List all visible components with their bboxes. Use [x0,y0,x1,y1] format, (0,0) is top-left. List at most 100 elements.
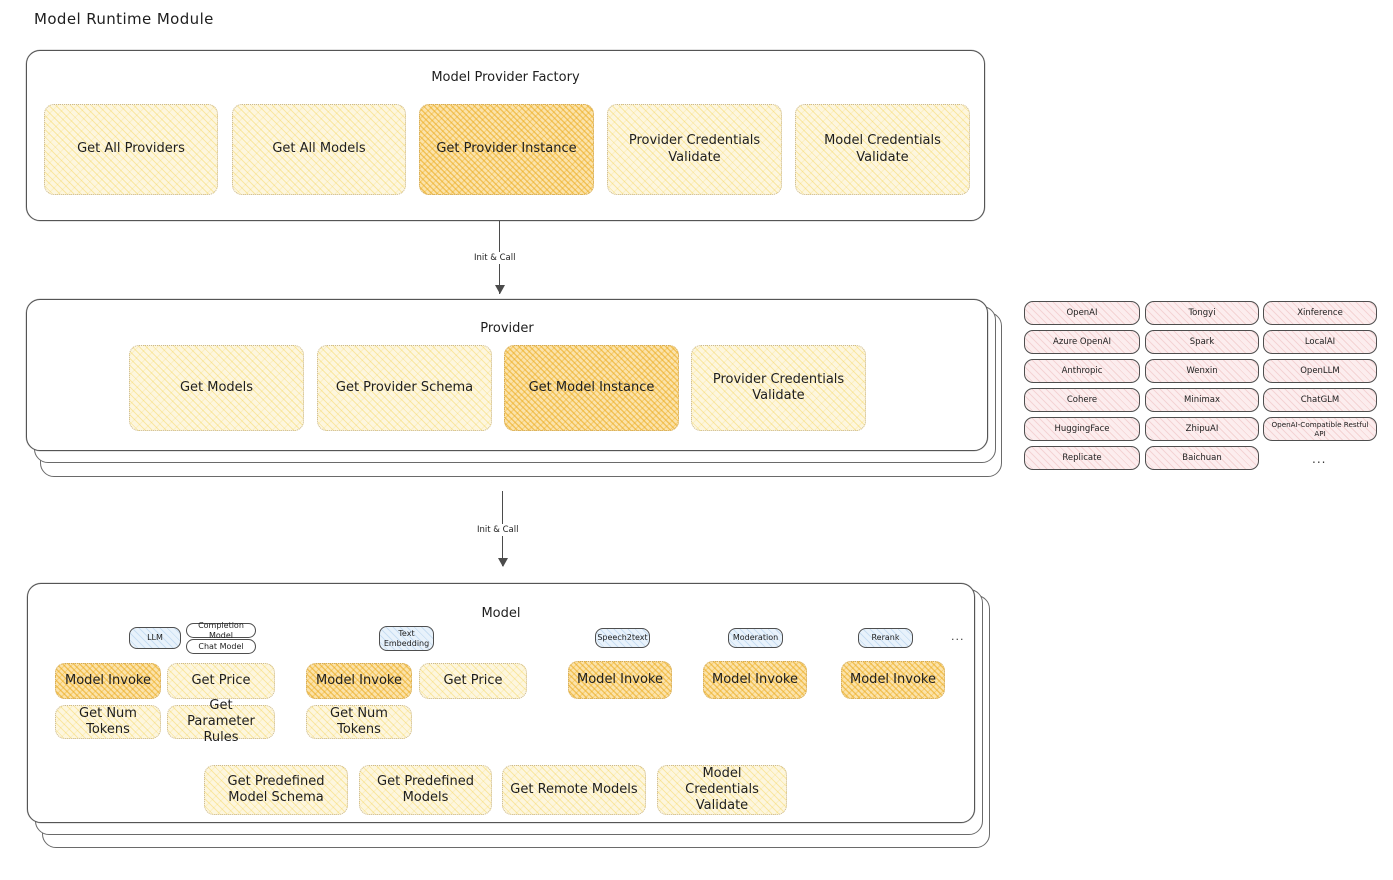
factory-node-provider-credentials-validate[interactable]: Provider Credentials Validate [607,104,782,195]
provider-node-get-models[interactable]: Get Models [129,345,304,431]
chip-label: Cohere [1066,394,1098,405]
model-common-node-get-remote-models[interactable]: Get Remote Models [502,765,646,815]
model-common-node-get-predefined-models[interactable]: Get Predefined Models [359,765,492,815]
arrow-provider-to-model-head [498,558,508,567]
provider-chip-chatglm[interactable]: ChatGLM [1263,388,1377,412]
provider-chip-cohere[interactable]: Cohere [1024,388,1140,412]
model-llm-node-get-num-tokens[interactable]: Get Num Tokens [55,705,161,739]
chip-label: Wenxin [1186,365,1218,376]
chip-label: HuggingFace [1054,423,1110,434]
tag-label: LLM [147,633,163,642]
model-llm-node-get-parameter-rules[interactable]: Get Parameter Rules [167,698,275,745]
node-label: Model Invoke [316,672,402,688]
model-types-more: ... [951,630,965,643]
provider-node-get-model-instance[interactable]: Get Model Instance [504,345,679,431]
tag-label: Speech2text [597,633,648,642]
node-label: Model Credentials Validate [824,133,941,165]
node-label: Get Price [443,672,503,688]
node-label: Get Models [179,379,254,395]
provider-chip-azure-openai[interactable]: Azure OpenAI [1024,330,1140,354]
factory-node-get-all-models[interactable]: Get All Models [232,104,406,195]
model-common-node-get-predefined-model-schema[interactable]: Get Predefined Model Schema [204,765,348,815]
model-text-embedding-node-model-invoke[interactable]: Model Invoke [306,663,412,699]
subtag-label: Completion Model [198,620,244,640]
model-title: Model [481,606,521,621]
provider-chip-openai-compatible-restful-api[interactable]: OpenAI-Compatible Restful API [1263,417,1377,441]
chip-label: ChatGLM [1300,394,1340,405]
node-label: Get Predefined Model Schema [227,773,325,805]
node-label: Get Predefined Models [377,773,474,805]
chip-label: Spark [1189,336,1215,347]
node-label: Get Num Tokens [79,705,137,737]
node-label: Get Provider Instance [436,141,577,157]
node-label: Model Invoke [850,671,936,687]
page-title: Model Runtime Module [34,10,214,28]
node-label: Model Credentials Validate [685,765,759,814]
chip-label: Azure OpenAI [1053,336,1111,347]
chip-label: LocalAI [1304,336,1336,347]
node-label: Get Num Tokens [330,705,388,737]
chip-label: Minimax [1184,394,1220,405]
model-type-tag-llm[interactable]: LLM [129,627,181,649]
model-text-embedding-node-get-price[interactable]: Get Price [419,663,527,699]
factory-node-get-all-providers[interactable]: Get All Providers [44,104,218,195]
model-subtag-completion-model[interactable]: Completion Model [186,620,256,640]
tag-label: Text Embedding [383,628,430,648]
model-panel: Model [27,583,975,823]
provider-chip-anthropic[interactable]: Anthropic [1024,359,1140,383]
provider-chip-openai[interactable]: OpenAI [1024,301,1140,325]
provider-node-provider-credentials-validate[interactable]: Provider Credentials Validate [691,345,866,431]
chip-label: ZhipuAI [1185,423,1219,434]
node-label: Model Invoke [65,672,151,688]
chip-label: Xinference [1297,307,1343,318]
node-label: Get Remote Models [510,781,638,797]
provider-chip-minimax[interactable]: Minimax [1145,388,1259,412]
provider-chip-localai[interactable]: LocalAI [1263,330,1377,354]
provider-chip-wenxin[interactable]: Wenxin [1145,359,1259,383]
chip-label: OpenAI [1066,307,1098,318]
provider-list-more: ... [1312,452,1327,466]
node-label: Get Provider Schema [335,379,474,395]
provider-chip-replicate[interactable]: Replicate [1024,446,1140,470]
model-moderation-node-model-invoke[interactable]: Model Invoke [703,661,807,699]
node-label: Get Parameter Rules [187,697,255,746]
chip-label: Tongyi [1188,307,1216,318]
chip-label: Anthropic [1061,365,1103,376]
chip-label: Baichuan [1182,452,1222,463]
arrow-factory-to-provider-head [495,285,505,294]
node-label: Get All Providers [77,141,185,157]
model-type-tag-speech2text[interactable]: Speech2text [595,628,650,648]
model-speech2text-node-model-invoke[interactable]: Model Invoke [568,661,672,699]
model-type-tag-rerank[interactable]: Rerank [858,628,913,648]
provider-chip-baichuan[interactable]: Baichuan [1145,446,1259,470]
model-type-tag-text-embedding[interactable]: Text Embedding [379,626,434,651]
provider-chip-openllm[interactable]: OpenLLM [1263,359,1377,383]
chip-label: Replicate [1062,452,1102,463]
model-text-embedding-node-get-num-tokens[interactable]: Get Num Tokens [306,705,412,739]
arrow-label-init-call-2: Init & Call [474,524,522,536]
provider-node-get-provider-schema[interactable]: Get Provider Schema [317,345,492,431]
chip-label: OpenLLM [1300,365,1340,376]
tag-label: Moderation [732,633,779,642]
model-subtag-chat-model[interactable]: Chat Model [186,639,256,654]
provider-chip-spark[interactable]: Spark [1145,330,1259,354]
model-llm-node-model-invoke[interactable]: Model Invoke [55,663,161,699]
factory-node-get-provider-instance[interactable]: Get Provider Instance [419,104,594,195]
node-label: Provider Credentials Validate [628,133,761,165]
model-common-node-model-credentials-validate[interactable]: Model Credentials Validate [657,765,787,815]
node-label: Provider Credentials Validate [712,371,845,403]
factory-title: Model Provider Factory [431,70,580,85]
model-rerank-node-model-invoke[interactable]: Model Invoke [841,661,945,699]
model-type-tag-moderation[interactable]: Moderation [728,628,783,648]
provider-chip-zhipuai[interactable]: ZhipuAI [1145,417,1259,441]
factory-node-model-credentials-validate[interactable]: Model Credentials Validate [795,104,970,195]
model-llm-node-get-price[interactable]: Get Price [167,663,275,699]
provider-chip-xinference[interactable]: Xinference [1263,301,1377,325]
node-label: Get Model Instance [528,379,655,395]
provider-chip-huggingface[interactable]: HuggingFace [1024,417,1140,441]
provider-chip-tongyi[interactable]: Tongyi [1145,301,1259,325]
tag-label: Rerank [871,633,900,642]
node-label: Get Price [191,672,251,688]
subtag-label: Chat Model [198,641,244,651]
